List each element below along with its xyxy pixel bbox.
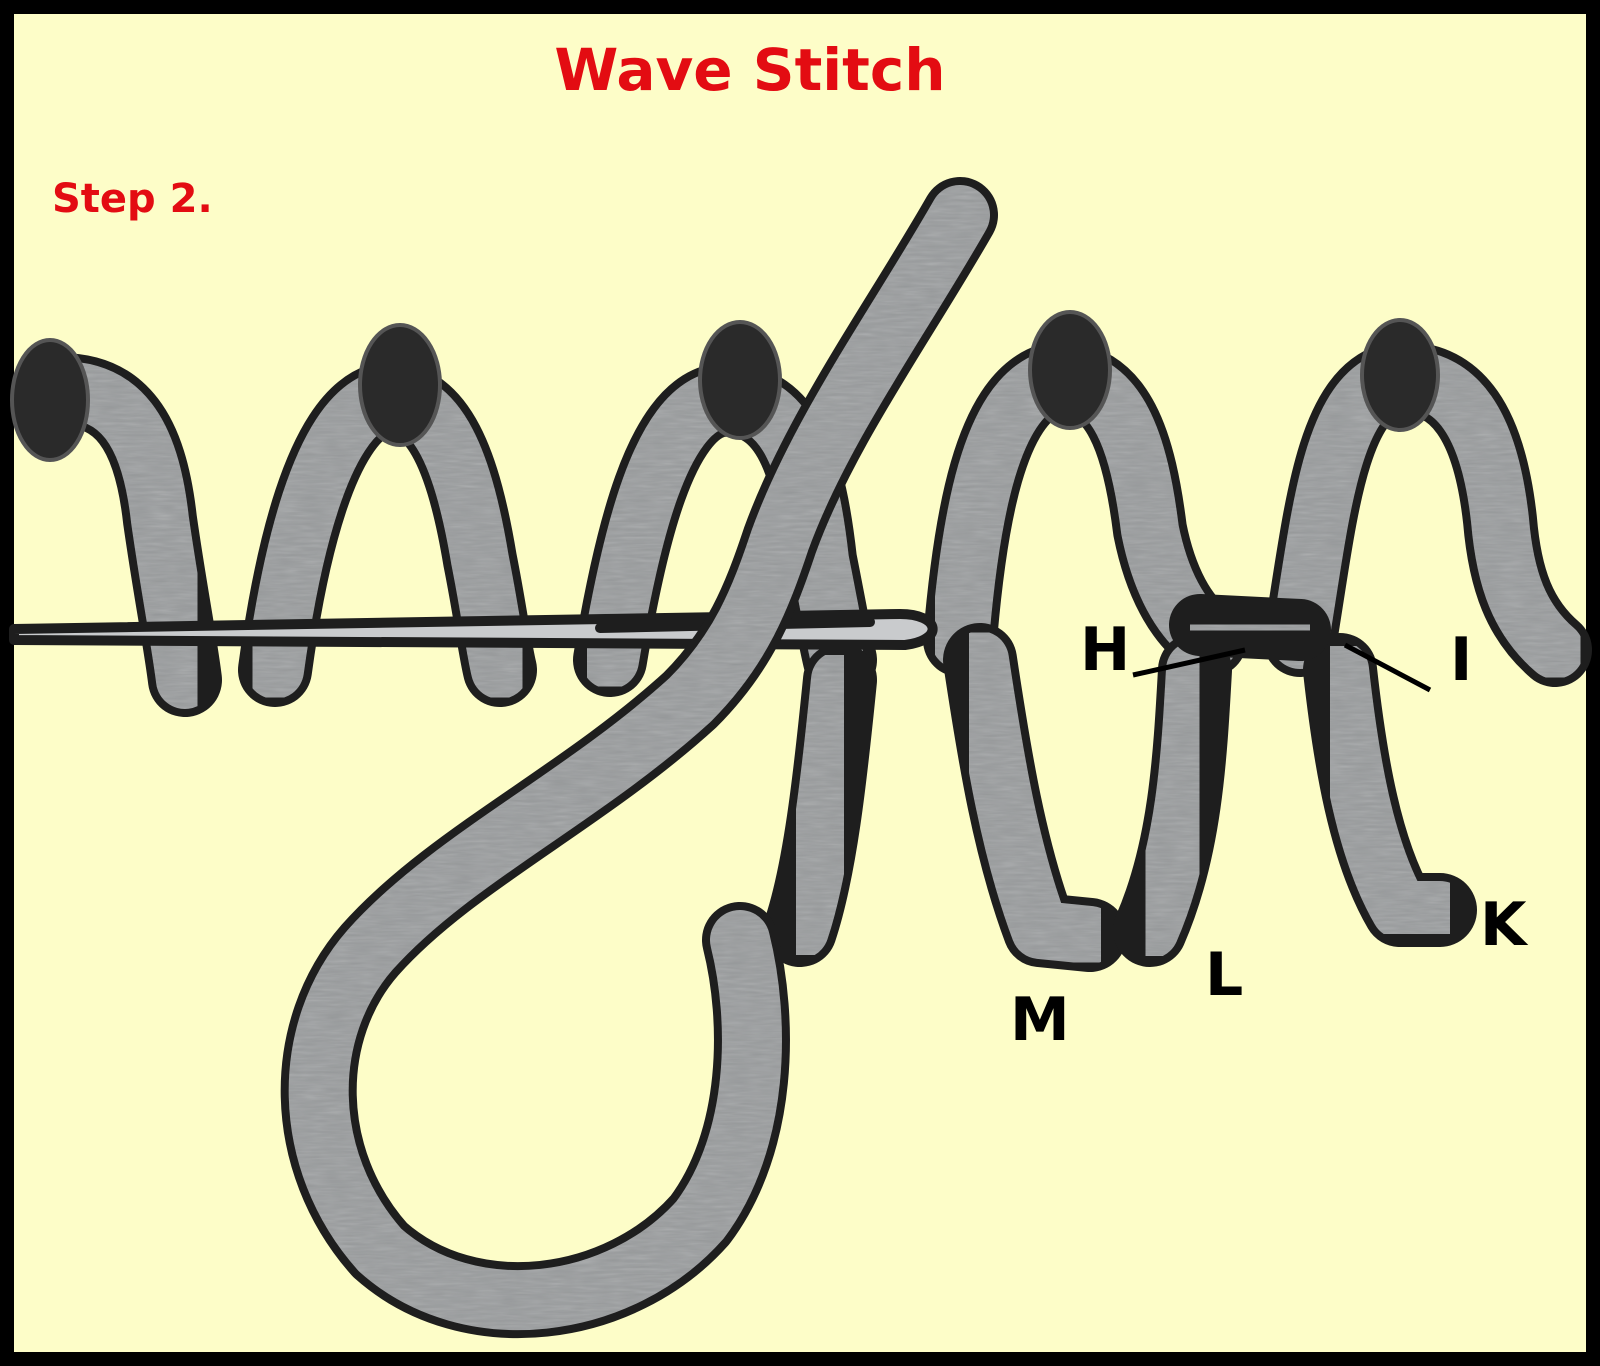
pointer-h — [1132, 647, 1246, 678]
step-label: Step 2. — [52, 176, 213, 222]
label-k: K — [1480, 890, 1529, 960]
knot-1 — [10, 338, 90, 462]
lower-stitch-legs — [763, 594, 1477, 972]
label-h: H — [1080, 615, 1130, 685]
stitch-knots — [10, 310, 1440, 462]
thread-icon — [280, 177, 998, 1338]
diagram-title: Wave Stitch — [554, 36, 946, 104]
pointer-i — [1343, 642, 1432, 693]
label-m: M — [1010, 985, 1070, 1055]
knot-5 — [1360, 318, 1440, 432]
knot-3 — [698, 320, 782, 440]
knot-4 — [1028, 310, 1112, 430]
knot-2 — [358, 323, 442, 447]
label-l: L — [1205, 940, 1243, 1010]
label-i: I — [1450, 625, 1472, 695]
